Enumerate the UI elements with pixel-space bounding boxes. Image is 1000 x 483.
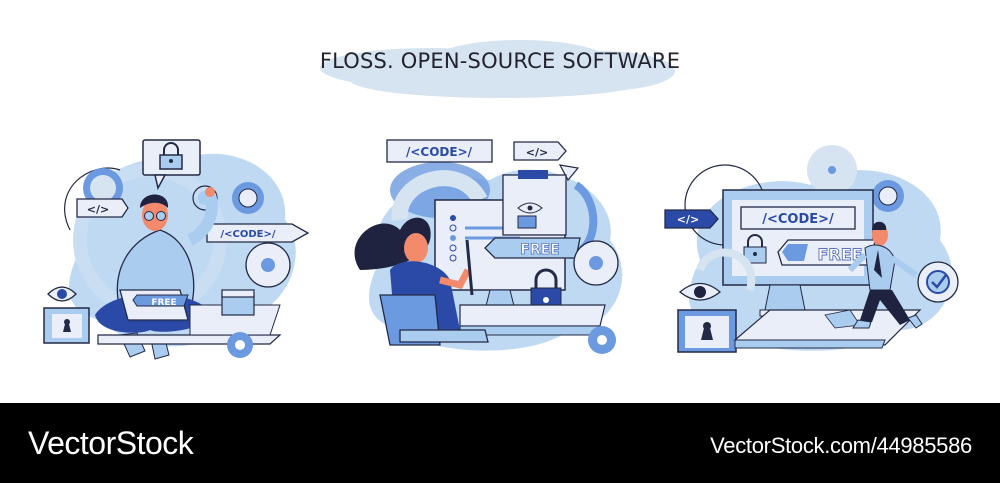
eye-icon bbox=[47, 286, 77, 302]
gear-icon bbox=[245, 242, 291, 288]
tag-label: </> bbox=[87, 203, 109, 216]
free-label: FREE bbox=[520, 242, 559, 258]
tag-label-badge: </> bbox=[664, 209, 719, 229]
tag-label: </> bbox=[526, 146, 548, 159]
scene-1-illustration: </> /<CODE>/ bbox=[43, 139, 310, 360]
eye-icon bbox=[678, 282, 722, 301]
gear-icon bbox=[232, 182, 264, 214]
watermark-bar: VectorStock VectorStock.com/44985586 bbox=[0, 403, 1000, 483]
free-sign: FREE bbox=[777, 239, 876, 266]
code-label-badge: /<CODE>/ bbox=[740, 206, 856, 230]
free-sign: FREE bbox=[484, 237, 581, 259]
tag-label-badge: </> bbox=[513, 141, 567, 161]
scene-woman-monitor: /<CODE>/ </> bbox=[340, 130, 640, 370]
tag-label-badge: </> bbox=[76, 198, 129, 218]
gear-icon bbox=[573, 240, 619, 286]
box-icon bbox=[221, 289, 255, 316]
chair-icon bbox=[379, 294, 489, 346]
gear-icon bbox=[588, 326, 616, 354]
clipboard-icon bbox=[502, 170, 567, 236]
image-reference: VectorStock.com/44985586 bbox=[710, 433, 972, 458]
scene-2-illustration: /<CODE>/ </> bbox=[354, 139, 623, 354]
code-label-badge: /<CODE>/ bbox=[206, 223, 310, 243]
scene-3-illustration: </> /<CODE>/ FREE bbox=[664, 145, 959, 353]
keyhole-lock-icon bbox=[43, 307, 90, 344]
title-area: FLOSS. OPEN-SOURCE SOFTWARE bbox=[0, 35, 1000, 115]
code-label: /<CODE>/ bbox=[406, 145, 473, 159]
scene-man-free-sign: </> /<CODE>/ FREE bbox=[660, 130, 970, 370]
gear-check-icon bbox=[917, 261, 959, 303]
gear-icon bbox=[83, 168, 123, 208]
scene-developer-laptop: </> /<CODE>/ bbox=[40, 130, 330, 370]
title-cloud-shape bbox=[320, 40, 675, 98]
laptop-icon: FREE bbox=[119, 289, 189, 321]
gear-icon bbox=[227, 332, 253, 358]
code-label-badge: /<CODE>/ bbox=[386, 139, 493, 163]
brand-logo-text: VectorStock bbox=[28, 425, 194, 461]
keyhole-lock-icon bbox=[677, 309, 737, 353]
man-person bbox=[847, 221, 923, 329]
free-label: FREE bbox=[817, 245, 862, 264]
lock-icon bbox=[743, 234, 767, 264]
lock-icon bbox=[142, 139, 201, 191]
free-label: FREE bbox=[151, 298, 176, 308]
tag-label: </> bbox=[677, 213, 699, 226]
page-title: FLOSS. OPEN-SOURCE SOFTWARE bbox=[319, 49, 681, 73]
code-label: /<CODE>/ bbox=[762, 212, 834, 227]
gear-icon bbox=[872, 180, 904, 212]
code-label: /<CODE>/ bbox=[220, 229, 275, 240]
